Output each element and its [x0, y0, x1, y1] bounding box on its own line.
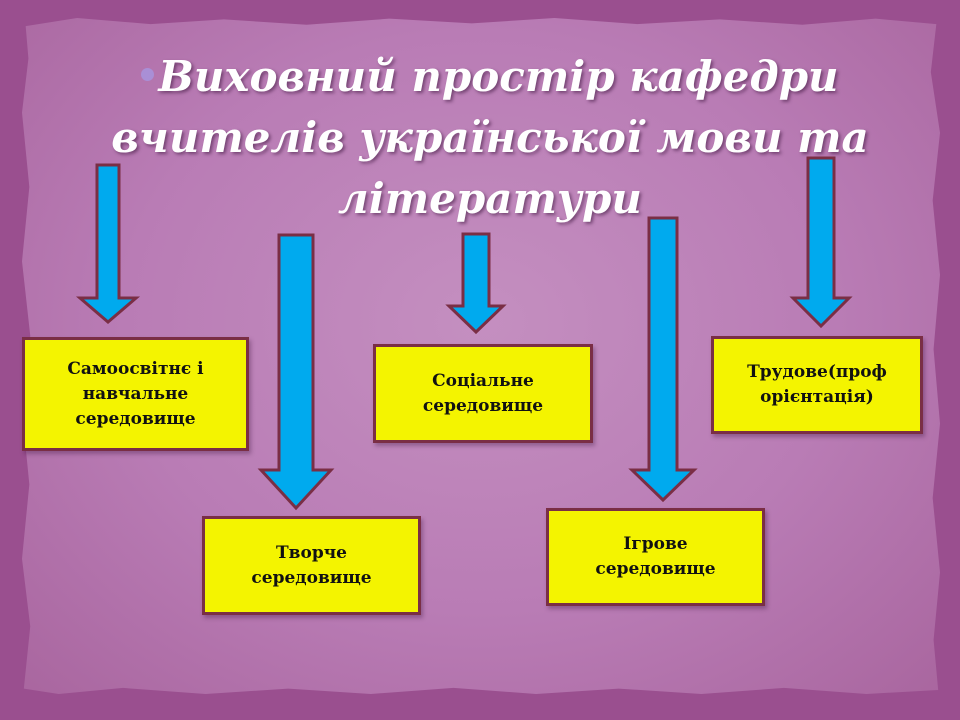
slide-title-text: Виховний простір кафедри вчителів україн…	[111, 52, 869, 223]
arrow-to-labour	[789, 156, 853, 329]
node-social: Соціальне середовище	[373, 344, 593, 443]
bullet-icon	[141, 67, 155, 81]
slide-title: Виховний простір кафедри вчителів україн…	[70, 46, 910, 229]
arrow-to-creative	[257, 233, 335, 511]
node-self-education: Самоосвітнє і навчальне середовище	[22, 337, 249, 451]
node-labour: Трудове(проф орієнтація)	[711, 336, 923, 434]
arrow-to-social	[445, 232, 507, 335]
node-game: Ігрове середовище	[546, 508, 765, 606]
arrow-to-self-education	[75, 163, 141, 324]
node-creative: Творче середовище	[202, 516, 421, 615]
arrow-to-game	[628, 216, 698, 503]
